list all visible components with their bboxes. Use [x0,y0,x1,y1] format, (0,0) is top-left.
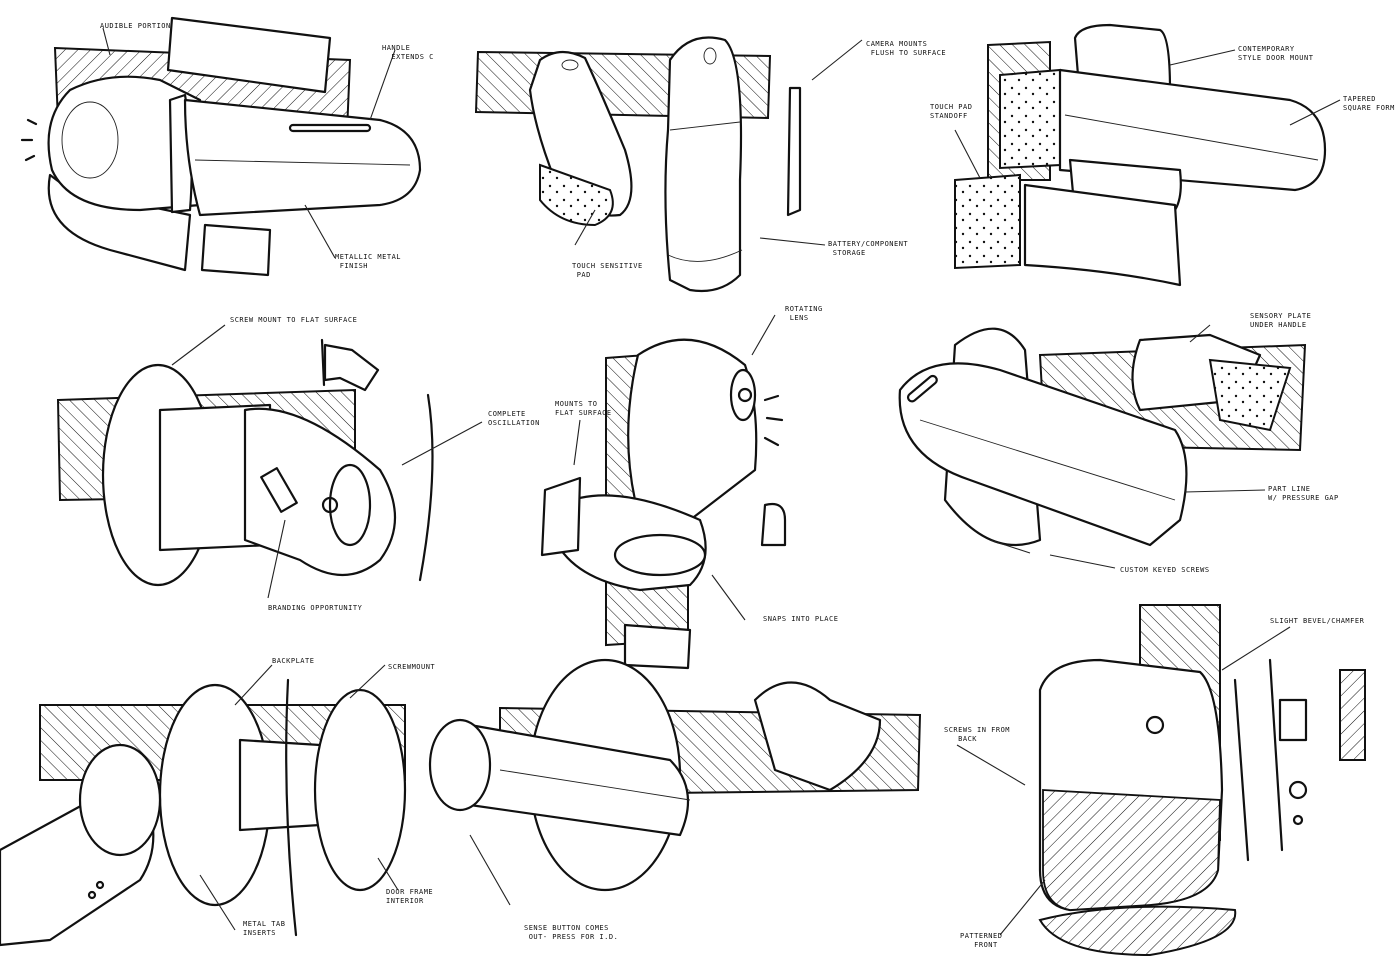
sketch-camera-concept-4 [56,338,434,587]
sketch-handle-concept-3 [954,23,1327,287]
label-slight-bevel: SLIGHT BEVEL/CHAMFER [1270,617,1365,625]
sketch-camera-concept-9 [1038,604,1366,957]
label-patterned-front: PATTERNED FRONT [960,932,1003,949]
sketch-camera-concept-5 [540,338,787,670]
label-touch-pad-standoff: TOUCH PAD STANDOFF [930,103,973,120]
sketch-handle-concept-7 [0,678,407,947]
label-handle-extends: HANDLE EXTENDS C [382,44,434,61]
sketch-handle-concept-1 [20,16,422,277]
label-contemporary-door-mount: CONTEMPORARY STYLE DOOR MOUNT [1238,45,1314,62]
label-branding-opportunity: BRANDING OPPORTUNITY [268,604,363,612]
label-sense-button: SENSE BUTTON COMES OUT- PRESS FOR I.D. [524,924,619,941]
label-metallic-finish: METALLIC METAL FINISH [335,253,402,270]
label-battery-storage: BATTERY/COMPONENT STORAGE [828,240,909,257]
label-screws-from-back: SCREWS IN FROM BACK [944,726,1011,743]
label-snaps-into-place: SNAPS INTO PLACE [763,615,839,623]
label-metal-tab-inserts: METAL TAB INSERTS [243,920,286,937]
label-screw-mount: SCREWMOUNT [388,663,436,671]
label-complete-oscillation: COMPLETE OSCILLATION [488,410,540,427]
label-audible-portion: AUDIBLE PORTION [100,22,171,30]
label-door-frame-interior: DOOR FRAME INTERIOR [386,888,434,905]
label-mounts-flat-surface: MOUNTS TO FLAT SURFACE [555,400,612,417]
label-tapered-square-form: TAPERED SQUARE FORM [1343,95,1395,112]
label-rotating-lens: ROTATING LENS [785,305,823,322]
sketch-handle-concept-8 [428,658,922,892]
label-sensory-plate: SENSORY PLATE UNDER HANDLE [1250,312,1312,329]
label-part-line: PART LINE W/ PRESSURE GAP [1268,485,1339,502]
label-backplate: BACKPLATE [272,657,315,665]
sketch-camera-concept-2 [474,36,802,293]
label-custom-keyed-screws: CUSTOM KEYED SCREWS [1120,566,1210,574]
sketch-handle-concept-6 [898,327,1307,547]
label-touch-sensitive-pad: TOUCH SENSITIVE PAD [572,262,643,279]
label-screw-mount-flat: SCREW MOUNT TO FLAT SURFACE [230,316,358,324]
label-camera-mounts-flush: CAMERA MOUNTS FLUSH TO SURFACE [866,40,947,57]
